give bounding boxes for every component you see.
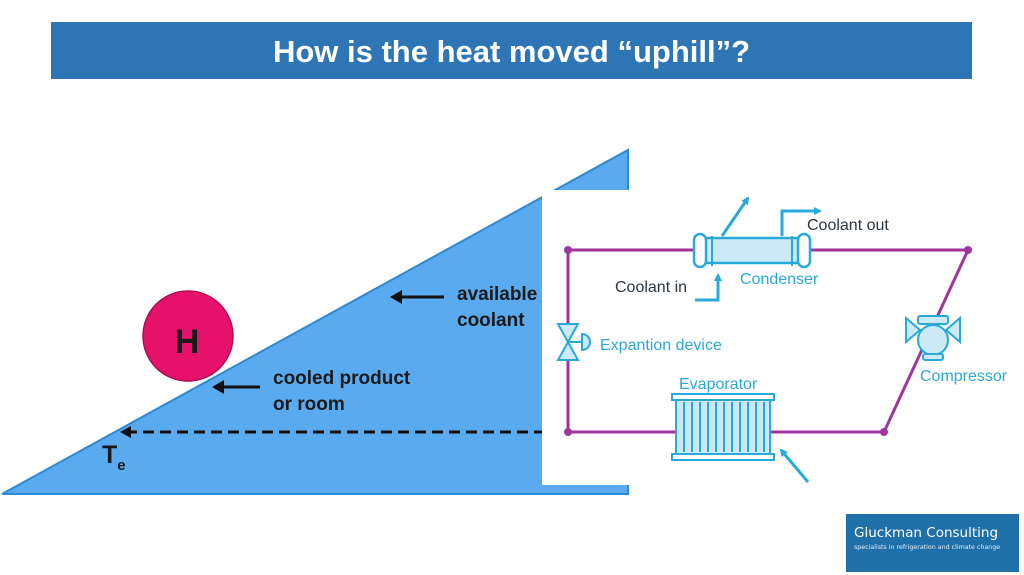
te-label: Te [102,441,126,474]
available-coolant-arrow [390,290,444,304]
available-coolant-label-line2: coolant [457,310,525,331]
heat-slope-triangle [1,148,629,495]
coolant-in-arrow [695,273,722,302]
available-coolant-label-line1: available [457,284,537,305]
evaporator-icon [671,393,775,461]
pipe-node-bottom-left [564,428,572,436]
evaporator-heat-in-arrow [779,448,810,483]
condenser-label: Condenser [740,271,819,288]
cooled-product-arrow [212,380,260,394]
evaporator-label: Evaporator [679,376,758,393]
pipe-node-top-right [964,246,972,254]
compressor-icon [905,315,961,361]
company-logo: Gluckman Consulting specialists in refri… [846,514,1019,572]
coolant-out-label: Coolant out [807,217,889,234]
compressor-label: Compressor [920,368,1008,385]
pipe-node-bottom-right [880,428,888,436]
heat-h-label: H [175,323,200,361]
coolant-out-arrow [780,207,822,236]
condenser-icon [692,232,812,269]
title-bar: How is the heat moved “uphill”? [51,22,972,79]
condenser-heat-out-arrow [720,196,750,237]
cooled-product-label-line1: cooled product [273,368,411,389]
cooled-product-label-line2: or room [273,394,345,415]
pipe-node-top-left [564,246,572,254]
expansion-valve-icon [556,323,591,361]
expansion-device-label: Expantion device [600,337,722,354]
te-dashed-arrow [120,426,545,438]
logo-name: Gluckman Consulting [854,525,999,541]
coolant-in-label: Coolant in [615,279,687,296]
logo-tagline: specialists in refrigeration and climate… [854,544,1001,551]
heat-h-circle [142,290,234,382]
slide-title: How is the heat moved “uphill”? [272,34,751,69]
